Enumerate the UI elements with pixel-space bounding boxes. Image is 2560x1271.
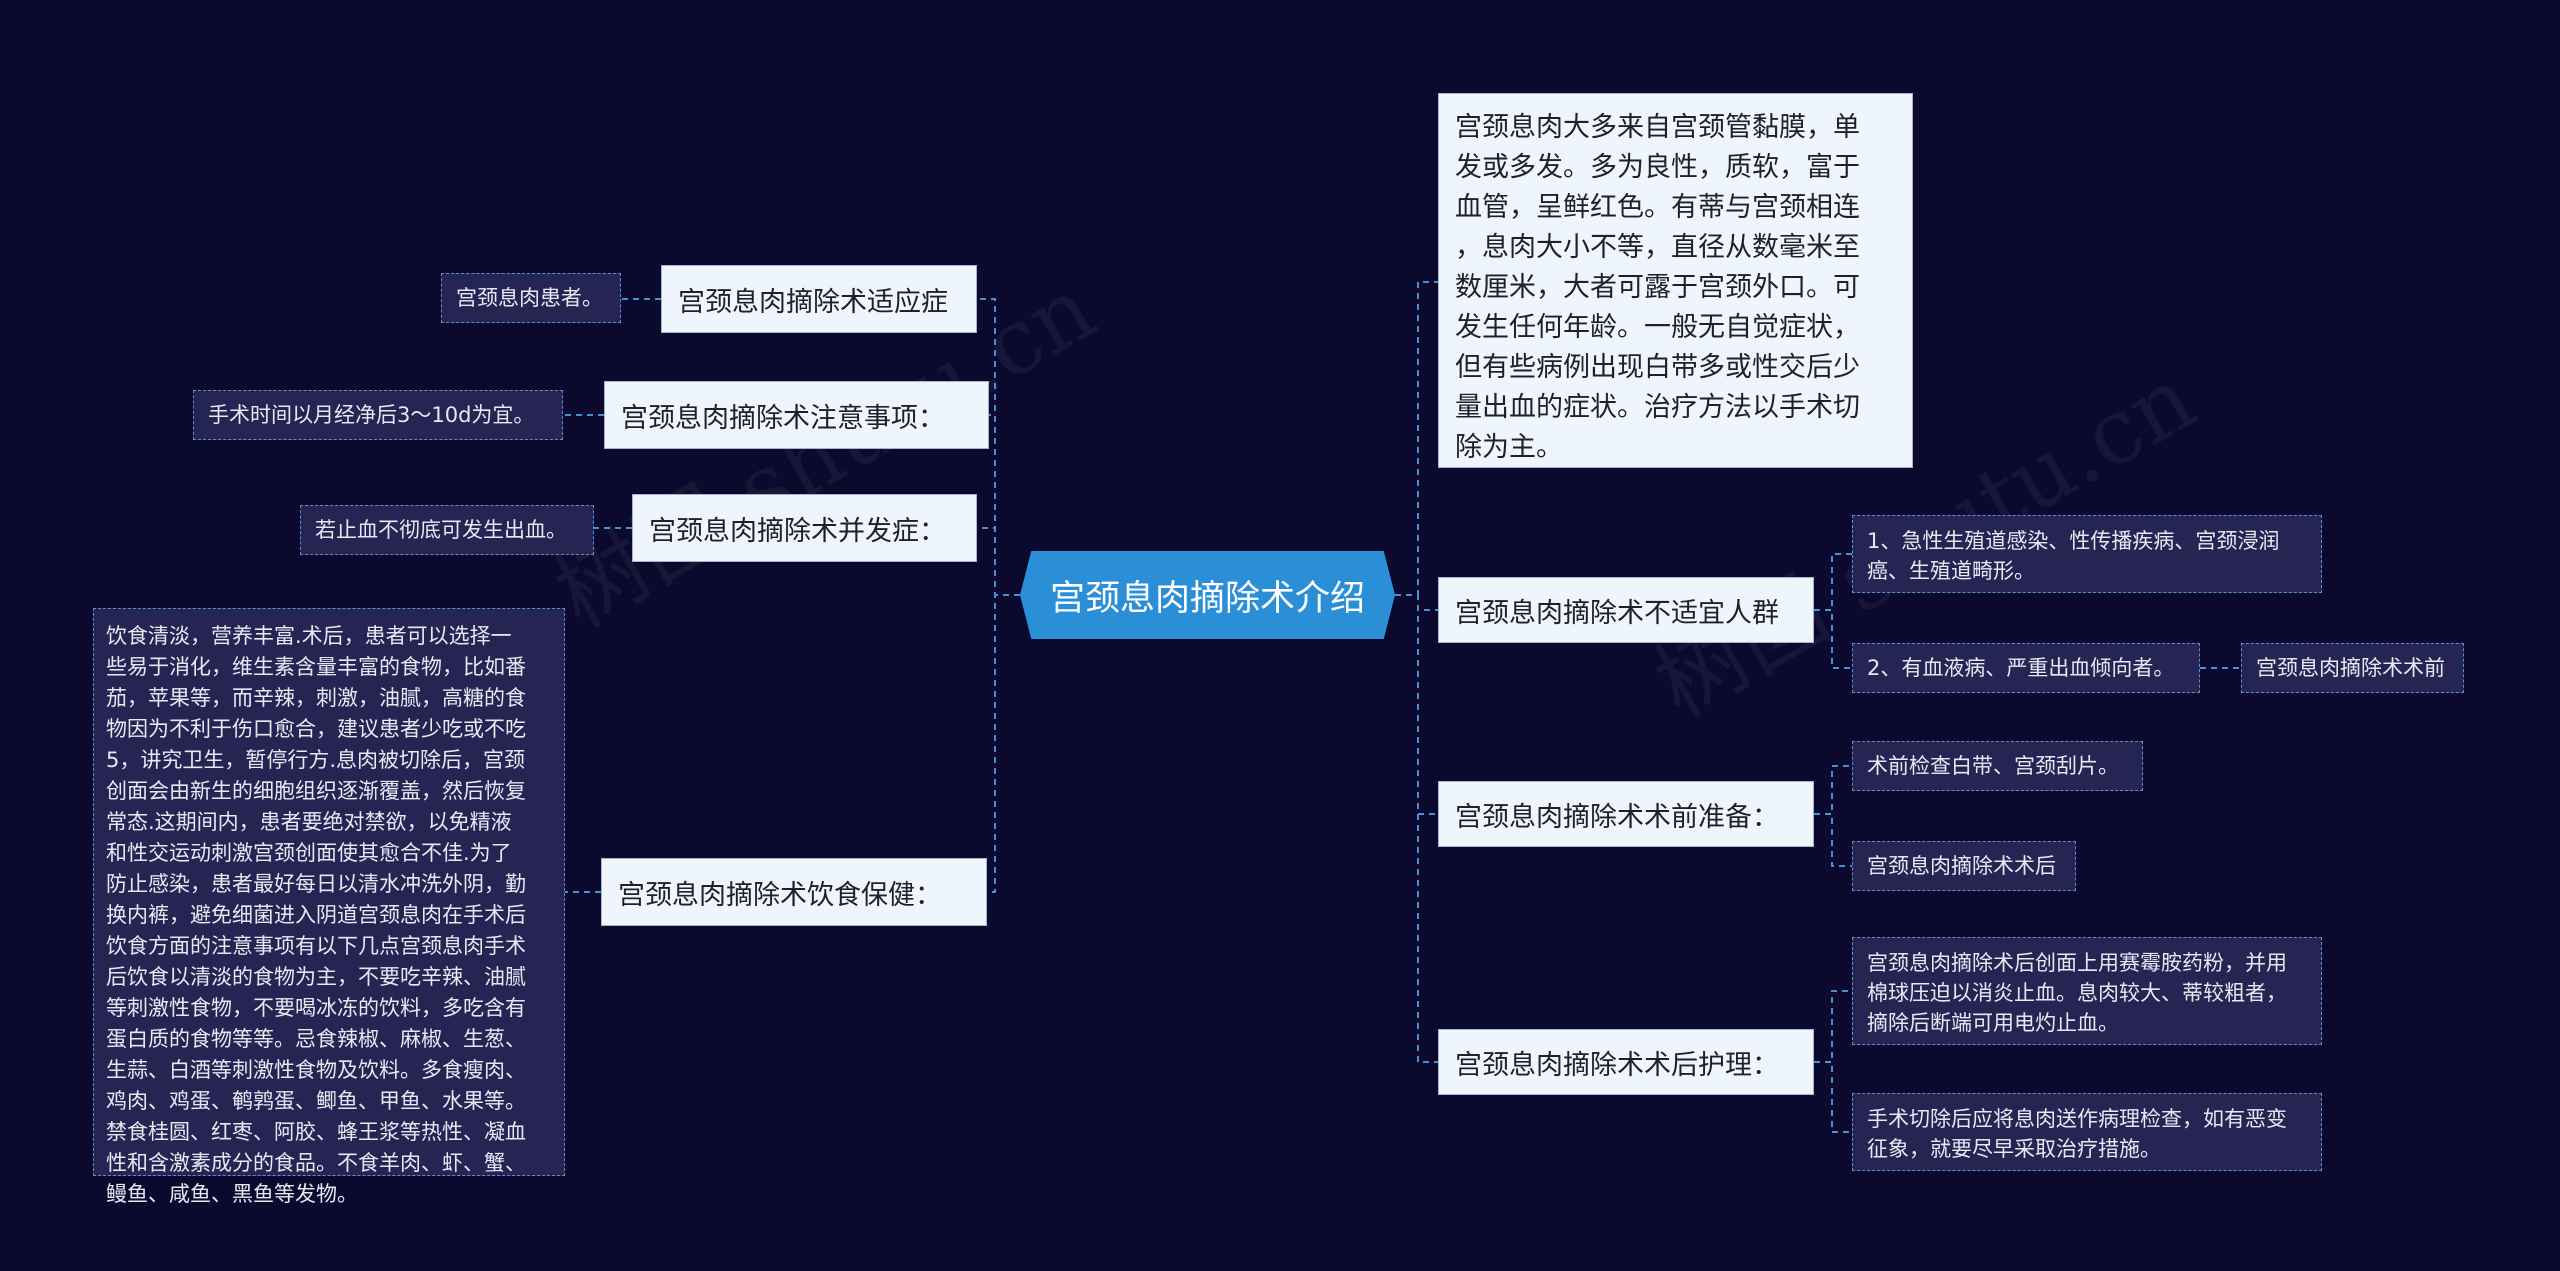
branch-indications[interactable]: 宫颈息肉摘除术适应症	[661, 265, 977, 333]
branch-overview[interactable]: 宫颈息肉大多来自宫颈管黏膜，单 发或多发。多为良性，质软，富于 血管，呈鲜红色。…	[1438, 93, 1913, 468]
branch-complications[interactable]: 宫颈息肉摘除术并发症：	[632, 494, 977, 562]
leaf-complications[interactable]: 若止血不彻底可发生出血。	[300, 505, 594, 555]
branch-postop-care[interactable]: 宫颈息肉摘除术术后护理：	[1438, 1029, 1814, 1095]
leaf-postop-care-1[interactable]: 宫颈息肉摘除术后创面上用赛霉胺药粉，并用 棉球压迫以消炎止血。息肉较大、蒂较粗者…	[1852, 937, 2322, 1045]
leaf-contraindication-2[interactable]: 2、有血液病、严重出血倾向者。	[1852, 643, 2200, 693]
connector-R1c1	[1814, 609, 1852, 669]
branch-preop[interactable]: 宫颈息肉摘除术术前准备：	[1438, 781, 1814, 847]
leaf-postop-followup[interactable]: 宫颈息肉摘除术术后	[1852, 841, 2076, 891]
connector-R3	[1395, 594, 1438, 1063]
leaf-contraindication-1[interactable]: 1、急性生殖道感染、性传播疾病、宫颈浸润 癌、生殖道畸形。	[1852, 515, 2322, 593]
connector-R2c1	[1814, 813, 1852, 867]
leaf-indications[interactable]: 宫颈息肉患者。	[441, 273, 621, 323]
branch-precautions[interactable]: 宫颈息肉摘除术注意事项：	[604, 381, 989, 449]
connector-L2	[977, 527, 1020, 596]
leaf-preop-exam[interactable]: 术前检查白带、宫颈刮片。	[1852, 741, 2143, 791]
connector-L1	[989, 414, 1020, 596]
leaf-precautions[interactable]: 手术时间以月经净后3～10d为宜。	[193, 390, 563, 440]
connector-R0	[1395, 281, 1438, 596]
leaf-diet[interactable]: 饮食清淡，营养丰富.术后，患者可以选择一 些易于消化，维生素含量丰富的食物，比如…	[93, 608, 565, 1206]
connector-R3c1	[1814, 1061, 1852, 1133]
connector-R1	[1395, 594, 1438, 611]
branch-diet[interactable]: 宫颈息肉摘除术饮食保健：	[601, 858, 987, 926]
connector-L3	[987, 594, 1020, 893]
connector-R2	[1395, 594, 1438, 815]
leaf-preop-followup[interactable]: 宫颈息肉摘除术术前	[2241, 643, 2464, 693]
connector-R2c0	[1814, 765, 1852, 815]
connector-R1c0	[1814, 553, 1852, 611]
center-topic[interactable]: 宫颈息肉摘除术介绍	[1020, 551, 1395, 639]
connector-R3c0	[1814, 990, 1852, 1063]
branch-contraindications[interactable]: 宫颈息肉摘除术不适宜人群	[1438, 577, 1814, 643]
leaf-postop-care-2[interactable]: 手术切除后应将息肉送作病理检查，如有恶变 征象，就要尽早采取治疗措施。	[1852, 1093, 2322, 1171]
